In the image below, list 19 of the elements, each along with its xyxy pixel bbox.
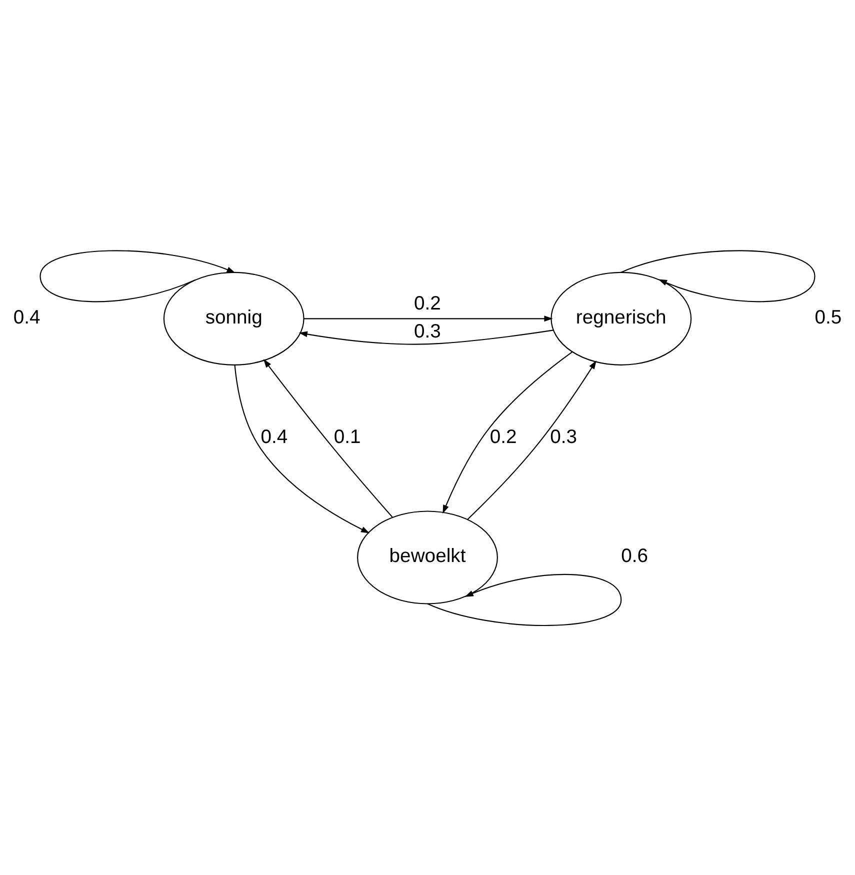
arrow <box>40 250 236 302</box>
arrow <box>467 360 596 520</box>
edge-label: 0.4 <box>260 425 288 448</box>
arrow <box>234 364 370 533</box>
edge-label: 0.5 <box>814 306 842 328</box>
edge-label: 0.4 <box>13 306 40 328</box>
node-ellipse: sonnig <box>163 271 304 365</box>
edge-label: 0.2 <box>490 425 517 448</box>
arrow <box>304 315 553 322</box>
edge-label: 0.1 <box>334 425 361 448</box>
edge-label: 0.6 <box>621 544 648 567</box>
node-ellipse: bewoelkt <box>357 510 498 604</box>
edge-label: 0.2 <box>414 292 441 314</box>
edge-label: 0.3 <box>414 320 441 342</box>
arrow <box>298 329 554 344</box>
edge-label: 0.3 <box>550 425 578 448</box>
arrow <box>263 358 393 517</box>
node-ellipse: regnerisch <box>550 271 692 365</box>
arrow <box>442 351 572 514</box>
